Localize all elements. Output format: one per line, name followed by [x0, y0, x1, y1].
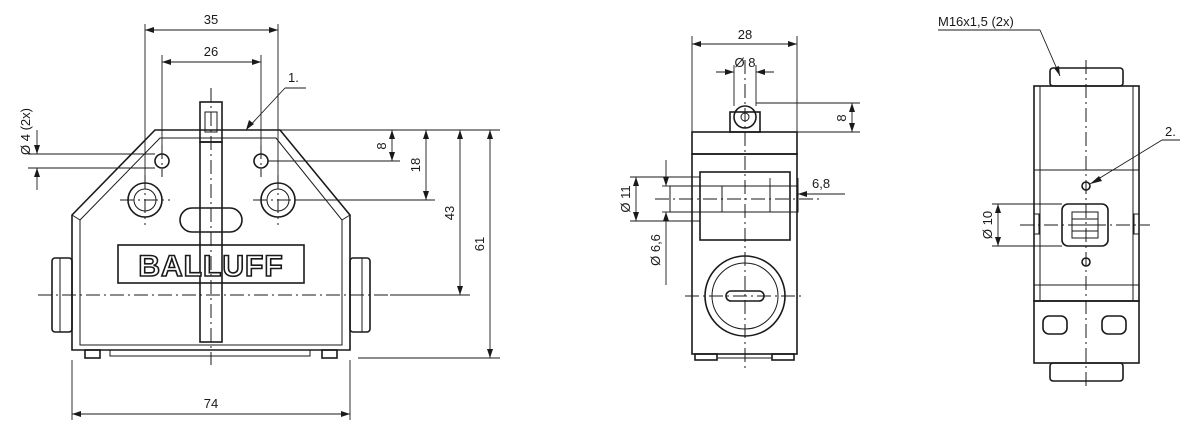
dim-26-label: 26 [204, 44, 218, 59]
dim-11-label: Ø 11 [618, 185, 633, 212]
right-view: M16x1,5 (2x) 2. Ø 10 [938, 14, 1180, 390]
front-bottom-plate [109, 349, 311, 357]
right-slot-right [1101, 315, 1127, 335]
dim-10-label: Ø 10 [980, 211, 995, 239]
dim-43-label: 43 [442, 206, 457, 220]
dim-roller-label: Ø 8 [735, 55, 756, 70]
dim-28-label: 28 [738, 27, 752, 42]
front-foot-right [321, 349, 338, 359]
dim-hole-dia-label: Ø 4 (2x) [18, 108, 33, 155]
callout-2-label: 2. [1165, 124, 1176, 139]
dim-6-8-label: 6,8 [812, 176, 830, 191]
front-foot-left [84, 349, 101, 359]
right-slot-left [1042, 315, 1068, 335]
front-view: BALLUFF 35 26 1. Ø 4 (2x) [18, 12, 500, 420]
dim-8-front-label: 8 [374, 142, 389, 149]
dim-61-label: 61 [472, 237, 487, 251]
side-foot-left [694, 353, 718, 361]
side-view: 28 Ø 8 8 Ø 11 Ø 6,6 6,8 [618, 27, 860, 372]
callout-1-label: 1. [288, 70, 299, 85]
dim-74-label: 74 [204, 396, 218, 411]
front-chamfer-lines [71, 214, 351, 221]
dim-6-6-label: Ø 6,6 [648, 234, 663, 266]
dim-8-side-label: 8 [834, 114, 849, 121]
thread-callout-label: M16x1,5 (2x) [938, 14, 1014, 29]
callout-2-leader [1089, 139, 1163, 185]
dim-35-label: 35 [204, 12, 218, 27]
side-foot-right [771, 353, 795, 361]
dim-18-label: 18 [408, 158, 423, 172]
